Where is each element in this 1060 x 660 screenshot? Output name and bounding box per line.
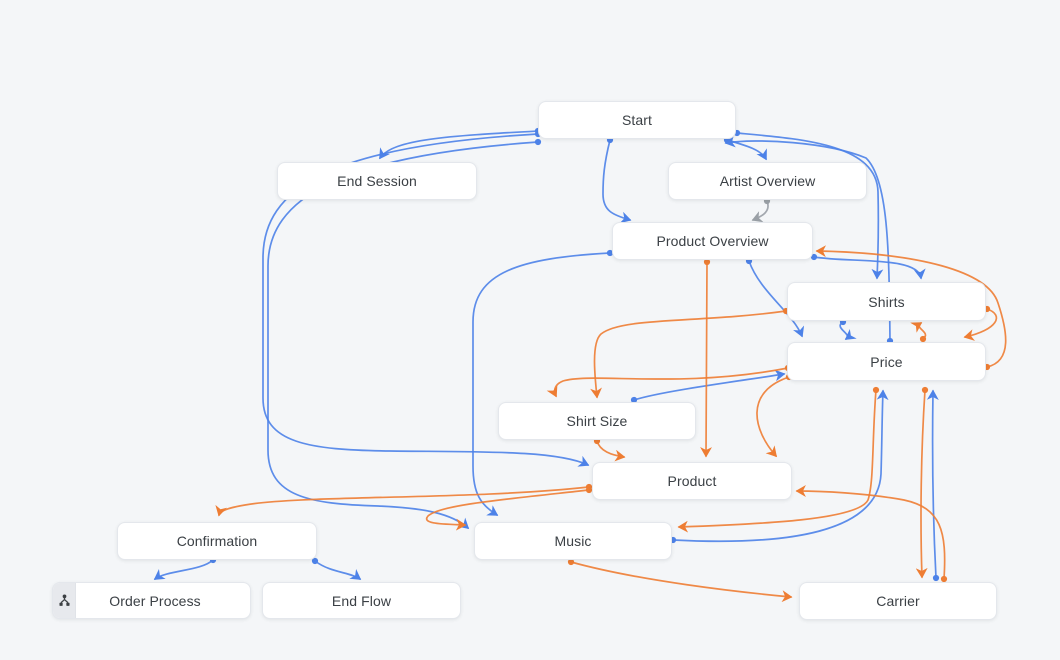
edge-source-dot	[921, 386, 929, 394]
node-shirt-size[interactable]: Shirt Size	[498, 402, 696, 440]
edge-shirts-to-shirt-size[interactable]	[590, 310, 787, 399]
edge-price-to-carrier[interactable]	[915, 389, 928, 579]
node-end-session[interactable]: End Session	[277, 162, 477, 200]
node-label: Price	[870, 353, 903, 370]
edge-shirts-to-price[interactable]	[963, 308, 998, 341]
node-music[interactable]: Music	[474, 522, 672, 560]
edge-price-to-shirt-size[interactable]	[546, 367, 789, 398]
edge-confirmation-to-order-process[interactable]	[153, 559, 214, 580]
node-label: Product Overview	[656, 233, 769, 249]
edge-source-dot	[919, 335, 927, 343]
node-order-process[interactable]: Order Process	[52, 582, 251, 619]
subflow-icon	[58, 594, 70, 606]
node-product[interactable]: Product	[592, 462, 792, 500]
node-label: Shirt Size	[566, 413, 628, 429]
node-label: Shirts	[868, 293, 905, 310]
edge-start-to-product-overview[interactable]	[602, 139, 632, 224]
edge-price-to-product-overview[interactable]	[815, 245, 1007, 368]
edge-start-to-shirts[interactable]	[736, 132, 884, 280]
edge-product-overview-to-product[interactable]	[700, 261, 712, 458]
node-start[interactable]: Start	[538, 101, 736, 139]
edge-music-to-carrier[interactable]	[570, 561, 793, 603]
edge-product-overview-to-shirts[interactable]	[813, 256, 926, 280]
edge-source-dot	[567, 558, 575, 566]
edge-source-dot	[606, 249, 614, 257]
edge-source-dot	[932, 574, 940, 582]
edge-confirmation-to-end-flow[interactable]	[314, 560, 362, 580]
node-carrier[interactable]: Carrier	[799, 582, 997, 620]
edge-source-dot	[872, 386, 880, 394]
node-end-flow[interactable]: End Flow	[262, 582, 461, 619]
node-price[interactable]: Price	[787, 342, 986, 381]
node-label: Order Process	[109, 592, 201, 609]
node-confirmation[interactable]: Confirmation	[117, 522, 317, 560]
node-label: Confirmation	[176, 533, 258, 549]
node-artist-overview[interactable]: Artist Overview	[668, 162, 867, 200]
edge-product-to-confirmation[interactable]	[215, 486, 590, 517]
node-label: Carrier	[876, 593, 920, 609]
edge-price-to-start[interactable]	[724, 135, 891, 342]
node-label: Start	[621, 112, 653, 128]
edge-price-to-music[interactable]	[677, 389, 877, 533]
node-label: Music	[554, 533, 592, 549]
node-label: Artist Overview	[719, 173, 816, 189]
edge-product-overview-to-price[interactable]	[748, 260, 805, 338]
edge-source-dot	[534, 138, 542, 146]
node-shirts[interactable]: Shirts	[787, 282, 986, 321]
edge-source-dot	[630, 396, 638, 404]
edge-product-to-music[interactable]	[425, 489, 590, 531]
edge-price-to-product[interactable]	[756, 376, 790, 458]
node-product-overview[interactable]: Product Overview	[612, 222, 813, 260]
edge-source-dot	[311, 557, 319, 565]
edge-start-to-end-session[interactable]	[379, 130, 539, 160]
edge-music-to-price[interactable]	[672, 389, 889, 543]
edge-source-dot	[585, 486, 593, 494]
edge-shirt-size-to-price[interactable]	[633, 369, 786, 401]
node-label: End Session	[337, 173, 417, 189]
edge-product-overview-to-music[interactable]	[472, 252, 611, 516]
node-label: End Flow	[331, 592, 392, 609]
edge-shirt-size-to-product[interactable]	[596, 440, 626, 462]
subflow-icon-slot	[53, 583, 76, 618]
edge-source-dot	[940, 575, 948, 583]
edge-carrier-to-price[interactable]	[926, 389, 939, 579]
node-label: Product	[667, 473, 717, 489]
edge-carrier-to-product[interactable]	[795, 485, 946, 580]
edge-source-dot	[703, 258, 711, 266]
